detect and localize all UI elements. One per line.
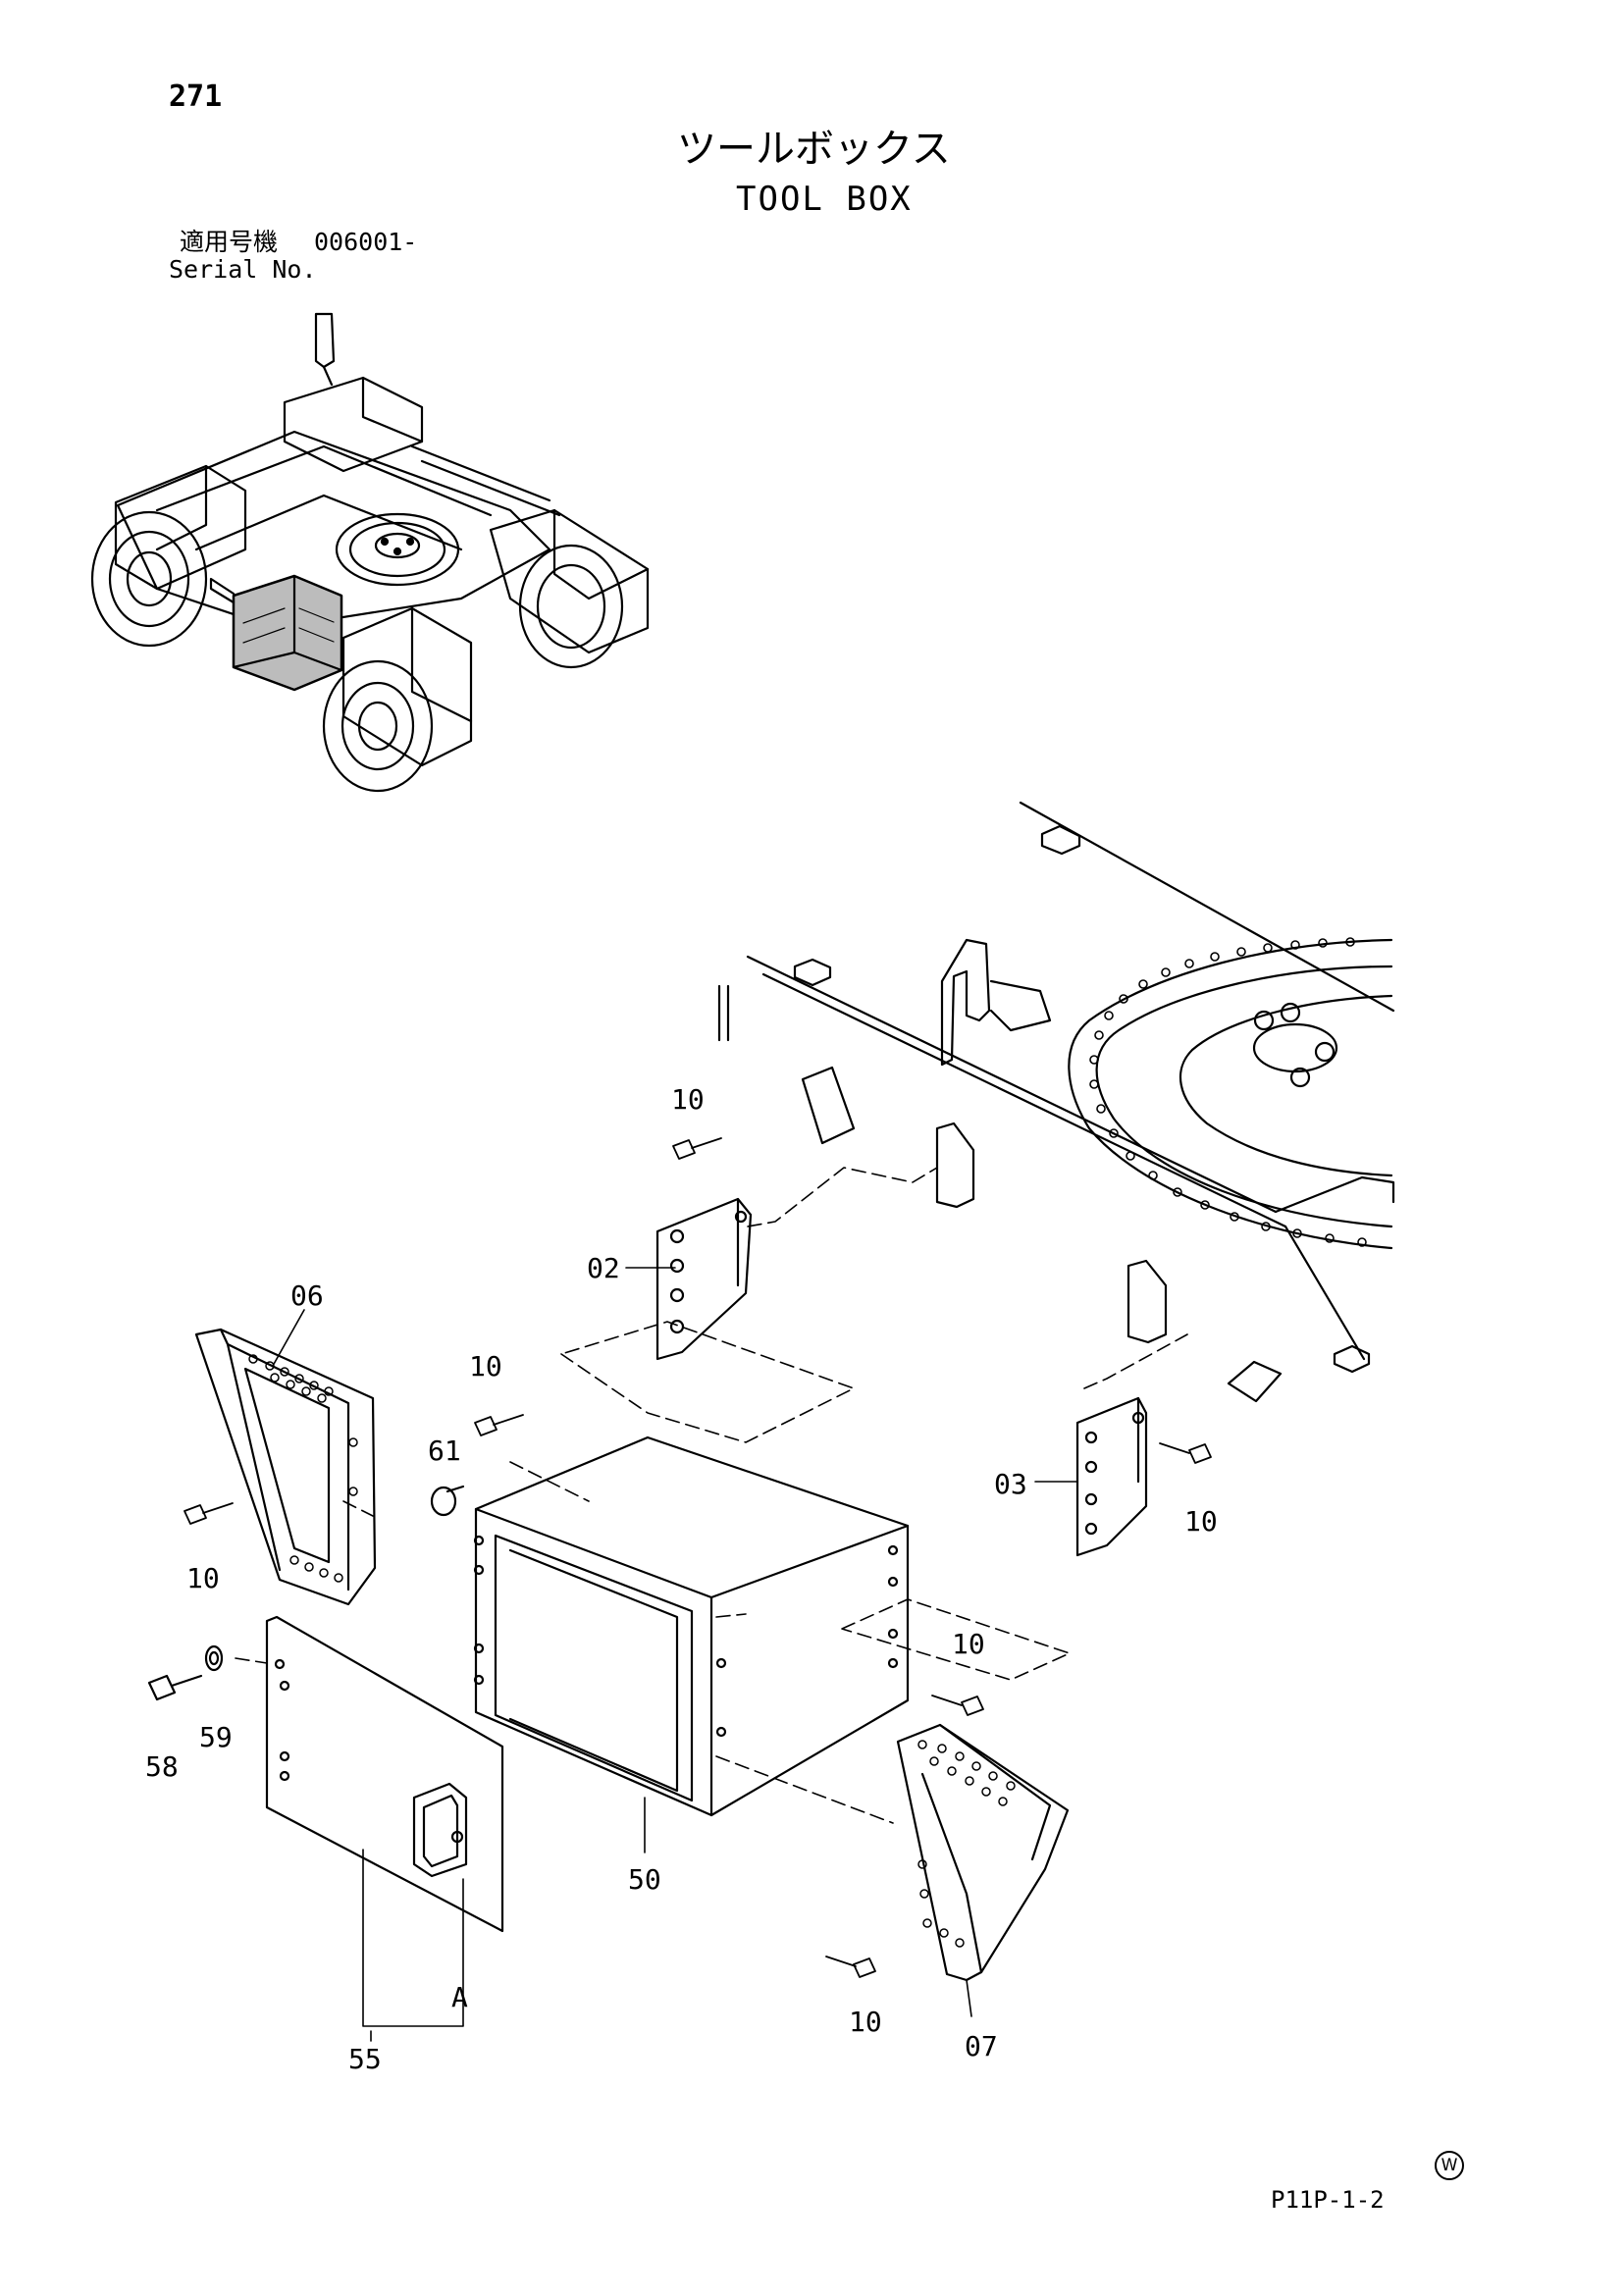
callout-55: 55 [348, 2043, 382, 2075]
callout-58: 58 [145, 1750, 179, 1783]
serial-number-value: 006001- [314, 228, 418, 256]
callout-07: 07 [965, 2030, 998, 2062]
callout-a: A [451, 1981, 468, 2013]
callout-10-left: 10 [186, 1562, 220, 1594]
machine-overview-illustration [90, 312, 650, 793]
callout-10-right: 10 [1184, 1505, 1218, 1538]
callout-61: 61 [428, 1435, 461, 1467]
callout-10-box: 10 [469, 1350, 502, 1383]
title-english: TOOL BOX [736, 180, 913, 219]
page-code: P11P-1-2 [1271, 2186, 1385, 2214]
callout-50: 50 [628, 1863, 661, 1896]
watermark-circle-w: W [1435, 2151, 1464, 2180]
callout-03: 03 [994, 1468, 1027, 1500]
callout-06: 06 [290, 1279, 324, 1312]
callout-10-top: 10 [671, 1083, 705, 1116]
serial-label-japanese: 適用号機 [180, 228, 279, 256]
callout-02: 02 [587, 1252, 620, 1284]
page-number: 271 [169, 79, 223, 114]
serial-label-english: Serial No. [169, 255, 317, 284]
callout-59: 59 [199, 1721, 233, 1753]
callout-10-bottom: 10 [849, 2006, 882, 2038]
callout-10-lower-right: 10 [952, 1628, 985, 1660]
tool-box-exploded-view [147, 801, 1395, 2042]
title-japanese: ツールボックス [677, 127, 951, 172]
